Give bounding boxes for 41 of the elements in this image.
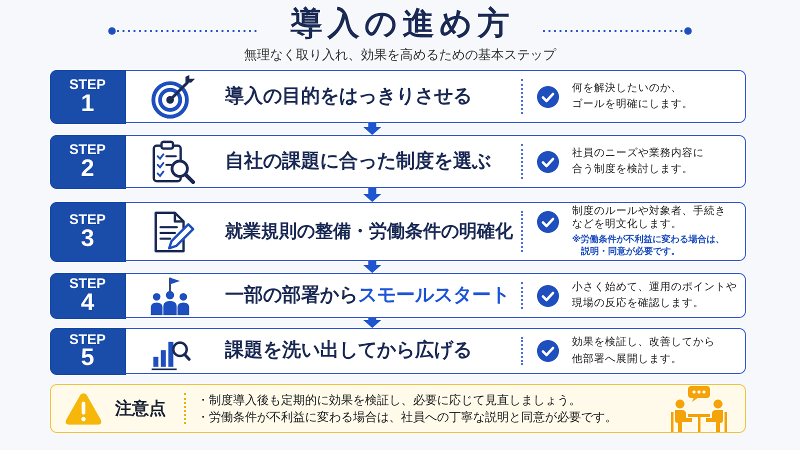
step-card [50,135,746,188]
subtitle: 無理なく取り入れ、効果を高めるための基本ステップ [244,48,556,64]
step-description: 制度のルールや対象者、手続きなどを明文化します。 [572,204,727,232]
step-badge [50,70,126,124]
step-title: 就業規則の整備・労働条件の明確化 [225,220,513,243]
page-title: 導入の進め方 [290,4,514,42]
step-number: 4 [80,290,94,315]
step-label: STEP [69,332,106,346]
step-number: 3 [80,226,94,251]
step-description: 社員のニーズや業務内容に合う制度を検討します。 [572,146,705,178]
step-label: STEP [69,212,106,227]
step-title: 課題を洗い出してから広げる [225,339,472,363]
step-label: STEP [69,77,106,92]
step-badge [50,134,126,188]
notice-panel [50,384,746,433]
step-badge [50,328,126,374]
step-card [50,273,746,318]
caution-note: ※労働条件が不利益に変わる場合は、説明・同意が必要です。 [572,234,726,258]
step-card [50,328,746,374]
step-title: 導入の目的をはっきりさせる [225,84,472,108]
down-arrow [363,123,382,135]
step-card [50,70,746,123]
step-number: 5 [80,346,94,370]
step-number: 2 [80,156,94,181]
notice-item: ・労働条件が不利益に変わる場合は、社員への丁寧な説明と同意が必要です。 [197,408,617,426]
step-description: 小さく始めて、運用のポイントや現場の反応を確認します。 [572,280,738,312]
step-label: STEP [69,142,106,157]
down-arrow [363,261,382,273]
step-description: 効果を検証し、改善してから他部署へ展開します。 [572,335,716,367]
step-badge [50,202,126,262]
step-number: 1 [80,92,94,116]
step-badge [50,272,126,318]
down-arrow [363,188,382,202]
step-description: 何を解決したいのか、ゴールを明確にします。 [572,80,694,112]
step-label: STEP [69,276,106,291]
notice-heading: 注意点 [115,398,166,419]
step-title: 一部の部署からスモールスタート [225,284,510,308]
step-title: 自社の課題に合った制度を選ぶ [225,150,491,174]
notice-item: ・制度導入後も定期的に効果を検証し、必要に応じて見直しましょう。 [197,392,582,408]
step-card [50,202,746,261]
down-arrow [363,318,382,328]
